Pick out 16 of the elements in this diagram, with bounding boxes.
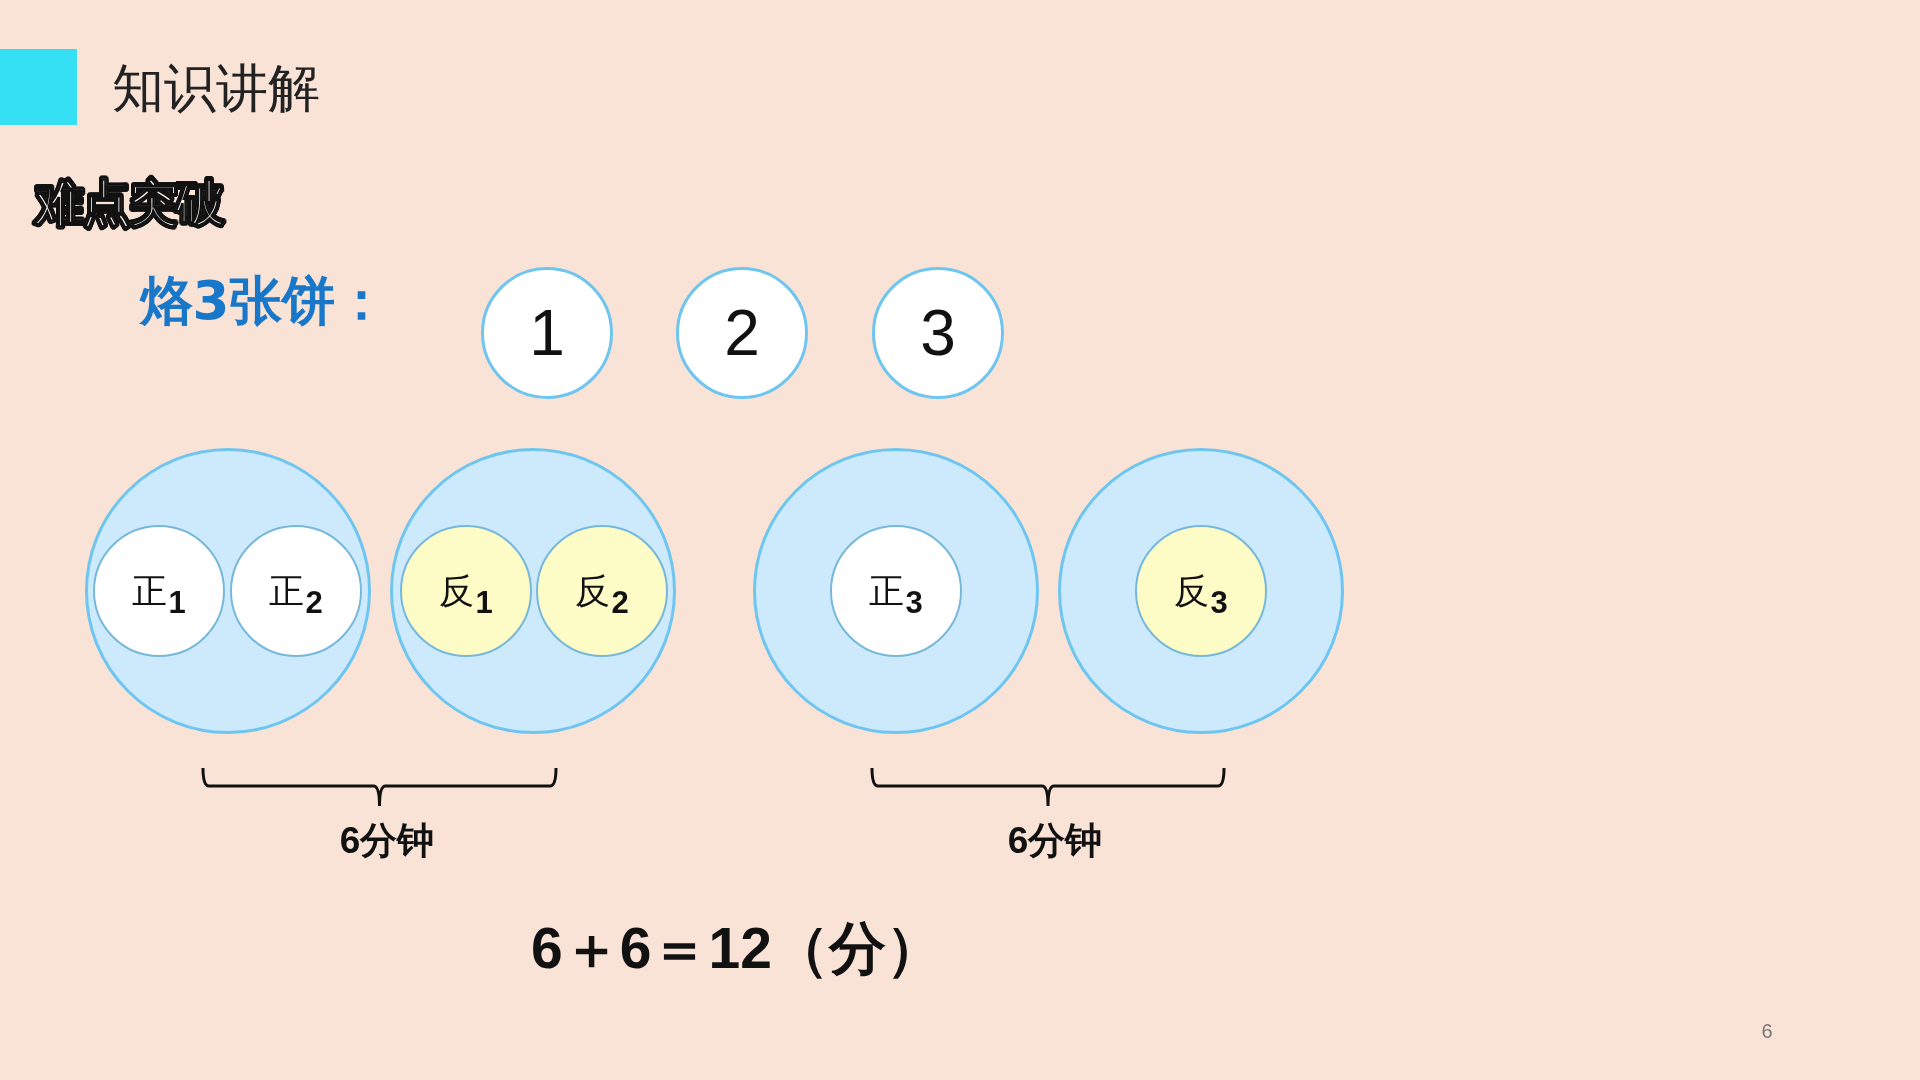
pancake-circle: 正$_{2}$ [230, 525, 362, 657]
number-circle: 1 [481, 267, 613, 399]
number-circle: 3 [872, 267, 1004, 399]
section-heading: 难点突破 [35, 178, 223, 228]
duration-label: 6分钟 [339, 821, 435, 859]
pancake-circle: 正$_{1}$ [93, 525, 225, 657]
pancake-circle: 反$_{2}$ [536, 525, 668, 657]
task-heading: 烙3张饼： [139, 273, 389, 327]
slide-title: 知识讲解 [112, 62, 320, 114]
pancake-circle: 正$_{3}$ [830, 525, 962, 657]
equation-text: 6＋6＝12（分） [531, 919, 943, 977]
pancake-circle: 反$_{3}$ [1135, 525, 1267, 657]
number-circle: 2 [676, 267, 808, 399]
duration-label: 6分钟 [1007, 821, 1103, 859]
page-number: 6 [1761, 1021, 1773, 1041]
pancake-circle: 反$_{1}$ [400, 525, 532, 657]
